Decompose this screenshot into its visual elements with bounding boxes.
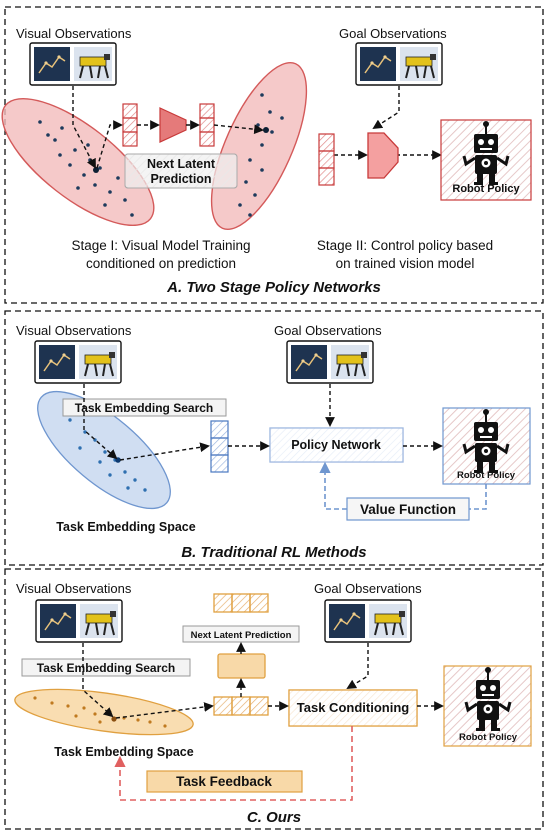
panel-c-arrows	[82, 642, 444, 719]
embedding-vector-stack	[213, 696, 269, 716]
goal-observations-label: Goal Observations	[314, 581, 422, 596]
panel-c-frame	[4, 568, 544, 830]
panel-a-arrows	[72, 86, 442, 169]
visual-observation-images	[34, 340, 122, 384]
stage2-caption-line1: Stage II: Control policy based	[317, 238, 493, 253]
latent-space-ellipse-left	[1, 97, 155, 227]
visual-observations-label: Visual Observations	[16, 581, 132, 596]
panel-a-frame	[4, 6, 544, 304]
panel-c-title: C. Ours	[247, 809, 301, 826]
task-embedding-space-ellipse	[37, 390, 171, 510]
value-function-label: Value Function	[360, 502, 456, 517]
panel-b: Visual Observations Goal Observations Ta…	[4, 310, 544, 566]
visual-observations-label: Visual Observations	[16, 26, 132, 41]
predictor-network	[159, 107, 187, 143]
visual-observations-label: Visual Observations	[16, 323, 132, 338]
robot-policy-label: Robot Policy	[459, 732, 518, 743]
panel-b-frame	[4, 310, 544, 566]
control-policy-network	[367, 132, 399, 179]
latent-points-left	[38, 120, 134, 217]
panel-c: Visual Observations Goal Observations Ta…	[4, 568, 544, 830]
embedding-vector-stack	[210, 420, 229, 473]
goal-observations-label: Goal Observations	[339, 26, 447, 41]
next-latent-vector	[213, 593, 269, 613]
next-latent-prediction-label: Next Latent Prediction	[191, 630, 292, 641]
policy-network-label: Policy Network	[291, 438, 381, 452]
stage2-latent-stack	[318, 133, 335, 186]
robot-policy-label: Robot Policy	[457, 470, 516, 481]
next-latent-line1: Next Latent	[147, 157, 216, 171]
stage1-caption-line2: conditioned on prediction	[86, 256, 236, 271]
task-embedding-space-label: Task Embedding Space	[56, 520, 195, 534]
next-latent-line2: Prediction	[150, 172, 211, 186]
task-embedding-search-label: Task Embedding Search	[75, 401, 214, 415]
panel-b-title: B. Traditional RL Methods	[181, 544, 366, 561]
task-embedding-search-box	[62, 398, 227, 417]
latent-stack-input	[122, 103, 138, 147]
goal-observation-images	[355, 42, 443, 86]
task-feedback-box	[146, 770, 303, 793]
embedding-points	[33, 696, 167, 728]
visual-observation-images	[29, 42, 117, 86]
predictor-block	[217, 653, 266, 679]
visual-observation-images	[35, 599, 123, 643]
embedding-points	[68, 418, 147, 492]
goal-observation-images	[324, 599, 412, 643]
latent-stack-output	[199, 103, 215, 147]
stage1-caption-line1: Stage I: Visual Model Training	[71, 238, 250, 253]
task-embedding-space-label: Task Embedding Space	[54, 745, 193, 759]
task-feedback-label: Task Feedback	[176, 774, 272, 789]
value-feedback-arrows	[319, 461, 487, 510]
panel-a: Visual Observations Goal Observations	[1, 6, 544, 304]
goal-observations-label: Goal Observations	[274, 323, 382, 338]
stage2-caption-line2: on trained vision model	[336, 256, 475, 271]
task-conditioning-label: Task Conditioning	[297, 700, 409, 715]
next-latent-prediction-box	[182, 625, 300, 643]
task-feedback-arrows	[114, 726, 353, 801]
panel-b-arrows	[83, 384, 443, 461]
robot-policy-label: Robot Policy	[452, 183, 520, 195]
task-embedding-search-box	[21, 658, 191, 677]
goal-observation-images	[286, 340, 374, 384]
task-embedding-search-label: Task Embedding Search	[37, 661, 176, 675]
panel-a-title: A. Two Stage Policy Networks	[166, 279, 381, 296]
